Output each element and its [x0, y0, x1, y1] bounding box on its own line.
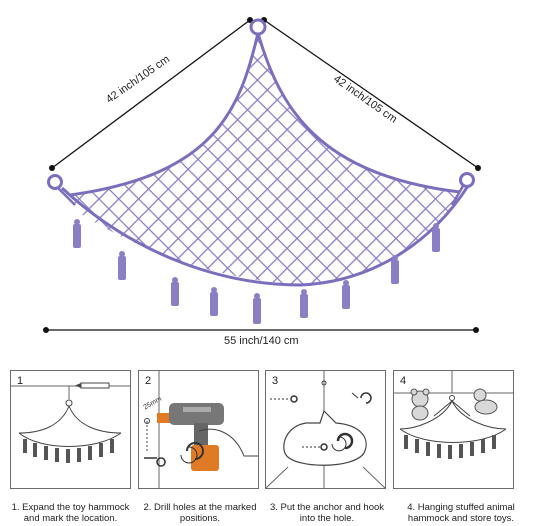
speech-bubble [283, 409, 367, 466]
step-4-panel: 4 [393, 370, 514, 489]
left-cord [57, 187, 76, 206]
hanging-toys-illustration [394, 371, 513, 459]
right-ring [459, 172, 475, 188]
step-3-number: 3 [272, 375, 279, 387]
anchor-hook-illustration [266, 371, 385, 488]
left-ring [47, 174, 63, 190]
step-3-caption: 3. Put the anchor and hook into the hole… [264, 502, 390, 524]
pencil-icon [80, 382, 110, 389]
step-2-caption-line2: positions. [179, 513, 221, 524]
net-bottom-edge [60, 185, 470, 287]
drill-body [169, 403, 224, 425]
right-cord [450, 185, 465, 206]
tassel [300, 289, 308, 318]
step-4-caption-line2: hammock and store toys. [407, 513, 515, 524]
step-1-caption: 1. Expand the toy hammock and mark the l… [2, 502, 139, 524]
dimension-dot [247, 17, 253, 23]
right-dimension-line [263, 19, 479, 169]
step-4-caption-line1: 4. Hanging stuffed animal [407, 502, 515, 513]
step-3-caption-line2: into the hole. [299, 513, 355, 524]
step-1-caption-line2: and mark the location. [23, 513, 118, 524]
net-mesh [70, 33, 460, 285]
step-1-panel: 1 [10, 370, 131, 489]
top-ring [249, 18, 267, 36]
dimension-dot [43, 327, 49, 333]
tassel [73, 219, 81, 248]
dimension-dot [475, 165, 481, 171]
step-1-illustration [11, 382, 130, 463]
duck-icon [473, 388, 498, 415]
teddy-bear-icon [410, 388, 430, 421]
step-2-panel: 2 25mm [138, 370, 259, 489]
drill-illustration [144, 371, 258, 488]
tassel [391, 255, 399, 284]
net-top-edge-left [69, 32, 260, 197]
step-3-caption-line1: 3. Put the anchor and hook [269, 502, 385, 513]
step-2-caption-line1: 2. Drill holes at the marked [143, 502, 257, 513]
step-4-number: 4 [400, 375, 407, 387]
tassel [342, 280, 350, 309]
tassel [210, 287, 218, 316]
anchor-icon [144, 457, 166, 467]
tassel [118, 251, 126, 280]
step-1-caption-line1: 1. Expand the toy hammock [11, 502, 130, 513]
step-2-caption: 2. Drill holes at the marked positions. [136, 502, 264, 524]
tassel [253, 293, 261, 324]
left-dimension-line [51, 19, 251, 169]
hammock-illustration [43, 17, 481, 333]
bottom-dimension-label: 55 inch/140 cm [224, 335, 299, 347]
step-2-number: 2 [145, 375, 152, 387]
step-4-caption: 4. Hanging stuffed animal hammock and st… [392, 502, 530, 524]
tassel [432, 223, 440, 252]
dimension-dot [473, 327, 479, 333]
tassel [171, 277, 179, 306]
step-1-number: 1 [17, 375, 24, 387]
tassels [73, 219, 440, 324]
net-top-edge-right [256, 32, 461, 194]
step-3-panel: 3 [265, 370, 386, 489]
dimension-dot [49, 165, 55, 171]
